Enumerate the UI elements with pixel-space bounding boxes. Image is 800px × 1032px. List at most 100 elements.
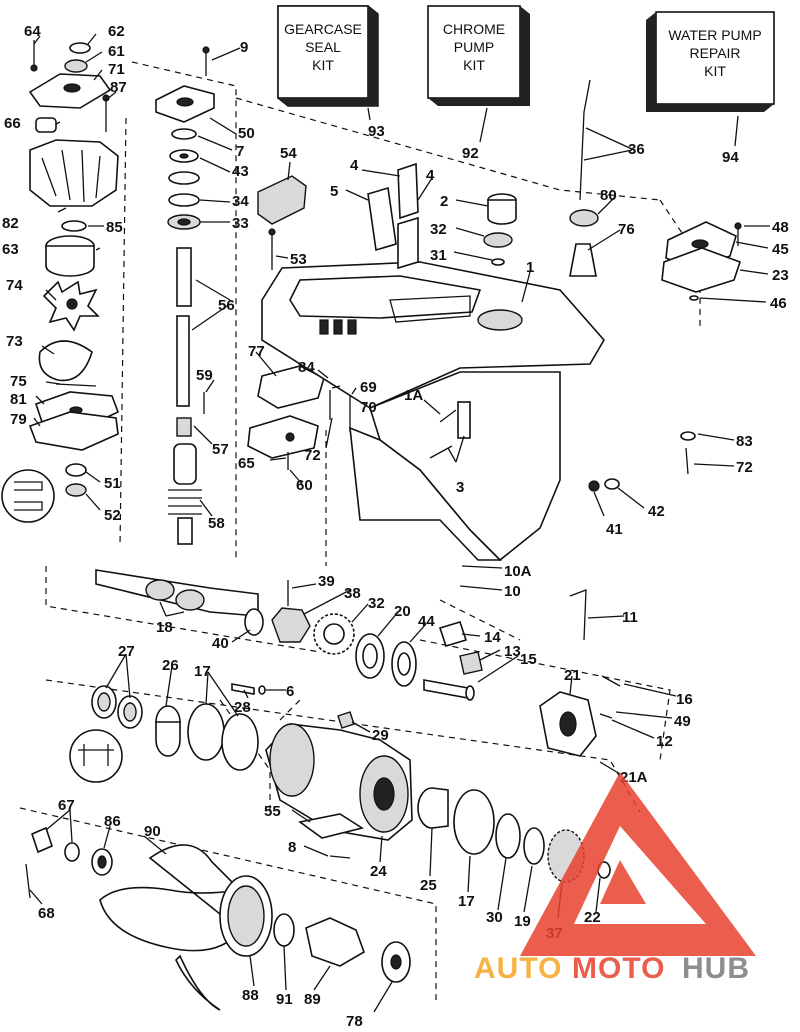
shim-5 [367,186,397,252]
kit-line-2: REPAIR [689,45,740,61]
pump-base-parts [661,221,742,301]
shift-rod-11 [569,589,587,641]
callout: 72 [304,447,321,464]
callout: 17 [458,893,475,910]
oring-73 [38,340,93,382]
callout: 16 [676,691,693,708]
callout: 88 [242,987,259,1004]
oring-17a [187,703,225,761]
callout: 42 [648,503,665,520]
group-outline [279,699,301,721]
driveshaft-stack [155,46,215,545]
group-outline [659,199,701,330]
shim-34b [168,193,200,207]
callout: 46 [770,295,787,312]
kit-line-3: KIT [312,57,334,73]
callout: 29 [372,727,389,744]
callout: 1 [526,259,534,276]
group-outline [439,599,521,641]
kit-line-3: KIT [704,63,726,79]
group-outline [235,97,661,201]
oring-7 [171,128,197,140]
shim-4a [397,162,419,220]
callout: 31 [430,247,447,264]
watermark-triangle-icon [520,772,756,956]
water-tube-36 [579,79,591,201]
callout: 7 [236,143,244,160]
liner-63 [45,245,95,277]
callout: 62 [108,23,125,40]
callout: 66 [4,115,21,132]
callout: 60 [296,477,313,494]
watermark: AUTO MOTO HUB [474,772,756,985]
callout: 32 [368,595,385,612]
callout: 24 [370,863,387,880]
callout: 61 [108,43,125,60]
callout: 45 [772,241,789,258]
oring-85 [61,220,87,232]
callout: 34 [232,193,249,210]
group-outline [131,61,237,560]
callout: 78 [346,1013,363,1030]
screw-29 [337,711,355,729]
skeg [349,426,502,561]
kit-box-gearcase-seal: GEARCASE SEAL KIT [277,5,379,107]
callout: 2 [440,193,448,210]
seal-51 [65,463,87,477]
propeller-90 [99,844,242,952]
plate-60 [247,415,319,459]
impeller-housing-82 [29,139,119,207]
callout: 50 [238,125,255,142]
bushing-66 [35,117,57,133]
callout: 25 [420,877,437,894]
kit-line-2: PUMP [454,39,494,55]
callout: 48 [772,219,789,236]
callout: 49 [674,713,691,730]
callout: 86 [104,813,121,830]
callout: 20 [394,603,411,620]
callout: 69 [360,379,377,396]
callout: 17 [194,663,211,680]
callout: 13 [504,643,521,660]
driveshaft-upper [176,247,192,307]
kit-line-1: GEARCASE [284,21,362,37]
callout: 59 [196,367,213,384]
fasteners-right [429,401,696,492]
kit-box-chrome-pump: CHROME PUMP KIT [427,5,530,106]
callout: 3 [456,479,464,496]
seal-detail-inset [1,469,55,523]
gasket-79 [28,411,119,451]
seal-52 [65,483,87,497]
callout: 4 [350,157,359,174]
leader-lines [29,33,770,1013]
washer-19 [523,827,545,865]
callout: 63 [2,241,19,258]
gasket-23 [661,247,742,293]
oring-17c [453,789,495,855]
hub-89 [305,917,365,967]
callout: 21 [564,667,581,684]
shaft-58 [173,443,197,485]
callout: 84 [298,359,315,376]
bearing-2 [487,199,517,225]
kit-line-1: CHROME [443,21,505,37]
seal-76 [569,243,597,277]
group-outline [119,117,127,547]
callout: 28 [234,699,251,716]
kit-line-3: KIT [463,57,485,73]
callout: 12 [656,733,673,750]
callout: 92 [462,145,479,162]
plate-77 [257,365,325,409]
callout: 8 [288,839,296,856]
callout: 44 [418,613,435,630]
callout: 36 [628,141,645,158]
callout: 40 [212,635,229,652]
clutch-dog-38 [271,607,311,643]
pin-15 [423,679,469,699]
gear-housing-row [69,675,621,883]
callout: 14 [484,629,501,646]
plate-55 [298,813,365,839]
callout: 77 [248,343,265,360]
callout: 93 [368,123,385,140]
callout: 23 [772,267,789,284]
